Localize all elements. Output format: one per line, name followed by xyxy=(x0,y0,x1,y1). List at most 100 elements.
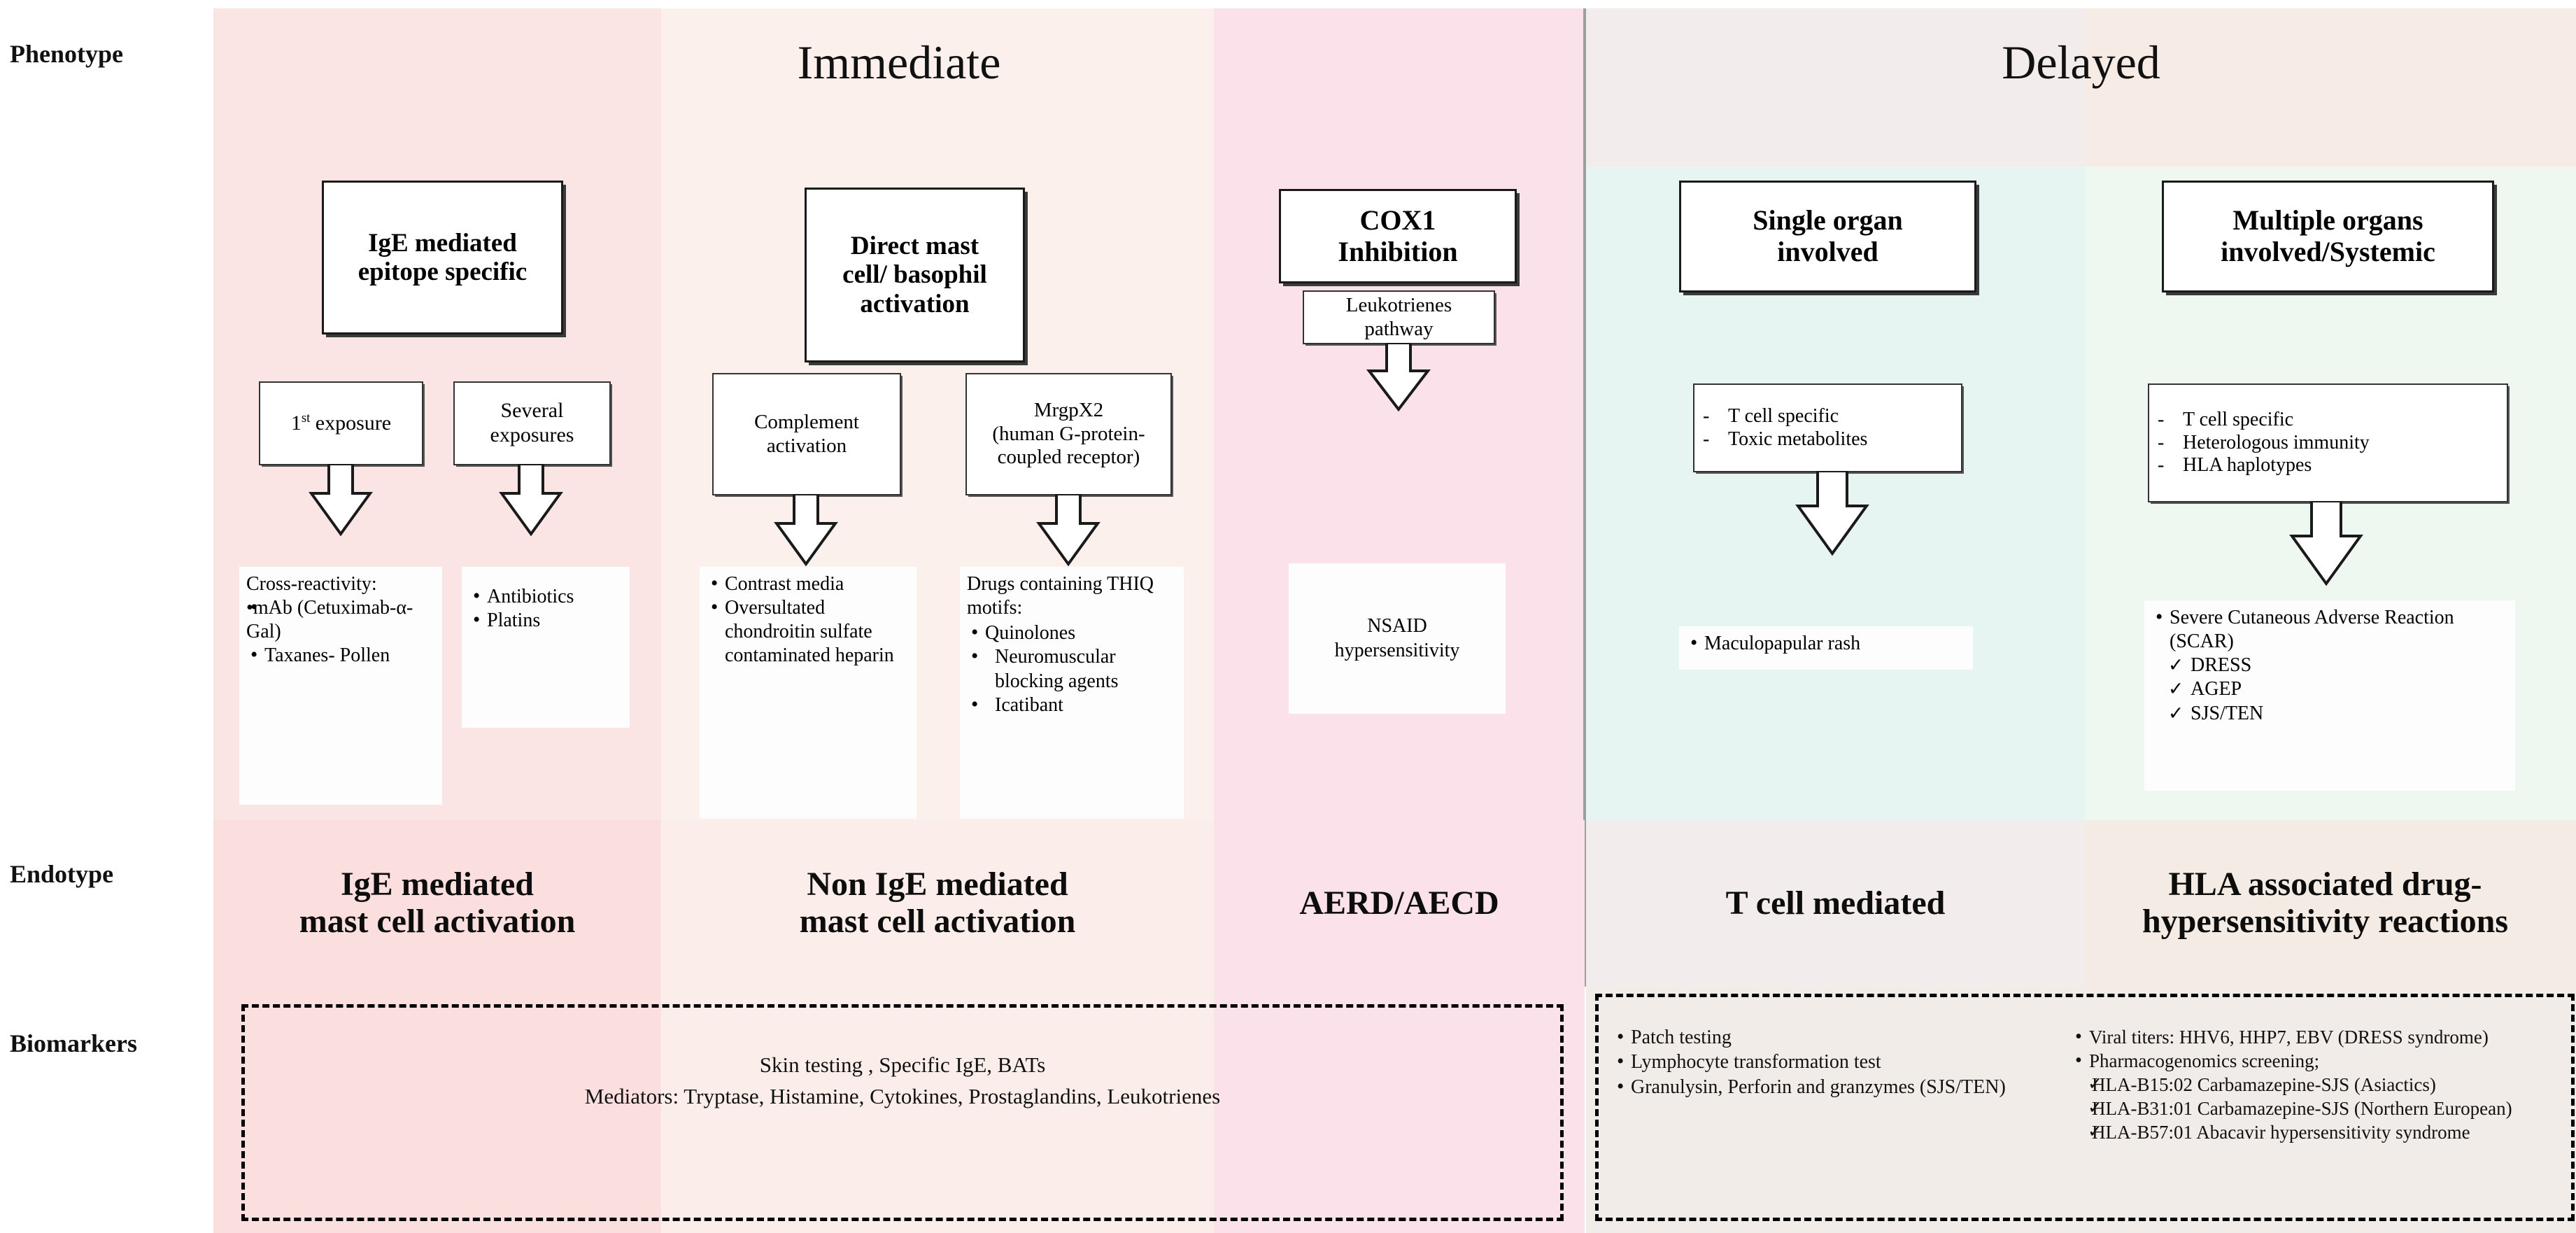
multi-organ-title-line2: involved/Systemic xyxy=(2221,236,2435,267)
list-item: Pharmacogenomics screening; xyxy=(2071,1048,2575,1073)
cross-reactivity-header: Cross-reactivity: xyxy=(246,573,377,595)
outcome-box-direct-mast-drugs-right: Drugs containing THIQ motifs: Quinolones… xyxy=(960,567,1184,819)
row-label-phenotype: Phenotype xyxy=(10,40,123,68)
dmc-title-line1: Direct mast xyxy=(850,231,979,260)
dm-left-item-1: Oversultated chondroitin sulfate contami… xyxy=(725,597,894,667)
single-organ-title-line2: involved xyxy=(1777,236,1878,267)
thiq-list: Quinolones Neuromuscular blocking agents… xyxy=(967,621,1177,718)
endotype-t-cell-mediated: T cell mediated xyxy=(1586,820,2085,987)
first-exposure-number: 1 xyxy=(290,411,302,435)
outcome-box-nsaid-hypersensitivity: NSAID hypersensitivity xyxy=(1289,563,1506,714)
first-exposure-superscript: st xyxy=(301,411,311,426)
endotype-col5-line1: HLA associated drug- xyxy=(2168,866,2482,903)
list-item: Oversultated chondroitin sulfate contami… xyxy=(707,596,910,668)
list-item: Severe Cutaneous Adverse Reaction (SCAR) xyxy=(2151,605,2508,654)
mo-mech-2: HLA haplotypes xyxy=(2183,454,2312,477)
endotype-non-ige-mediated: Non IgE mediated mast cell activation xyxy=(661,820,1214,987)
dmc-title-line3: activation xyxy=(860,289,970,318)
list-item: Maculopapular rash xyxy=(1686,631,1966,656)
endotype-col2-line2: mast cell activation xyxy=(799,903,1076,940)
complement-line1: Complement xyxy=(754,410,859,433)
outcome-box-maculopapular-rash: Maculopapular rash xyxy=(1679,626,1973,670)
phenotype-box-ige-mediated: IgE mediated epitope specific xyxy=(322,181,563,334)
band-delayed-col4-header xyxy=(1586,8,2085,167)
single-organ-mechanism-list: T cell specific Toxic metabolites xyxy=(1697,405,1957,451)
nsaid-line2: hypersensitivity xyxy=(1334,639,1460,661)
endotype-col4-line1: T cell mediated xyxy=(1725,884,1946,922)
mrgpx2-line1: MrgpX2 xyxy=(1033,399,1104,422)
biomarker-immediate-line2: Mediators: Tryptase, Histamine, Cytokine… xyxy=(584,1083,1221,1108)
arrow-down-several-exposures xyxy=(498,464,565,537)
cross-reactivity-item-1: Taxanes- Pollen xyxy=(264,644,390,667)
biomarker-band-col1 xyxy=(213,987,661,1233)
delayed-right-bullet-0: Viral titers: HHV6, HHP7, EBV (DRESS syn… xyxy=(2089,1027,2489,1048)
arrow-down-single-organ xyxy=(1794,471,1871,558)
list-item: HLA-B57:01 Abacavir hypersensitivity syn… xyxy=(2071,1120,2575,1144)
mo-mech-0: T cell specific xyxy=(2183,409,2294,431)
nsaid-line1: NSAID xyxy=(1367,615,1427,637)
delayed-left-item-2: Granulysin, Perforin and granzymes (SJS/… xyxy=(1631,1076,2006,1098)
dmc-title-line2: cell/ basophil xyxy=(842,260,987,290)
delayed-left-list: Patch testing Lymphocyte transformation … xyxy=(1613,1024,2067,1100)
phenotype-box-cox1-inhibition: COX1 Inhibition xyxy=(1279,189,1517,283)
list-item: Heterologous immunity xyxy=(2152,431,2503,455)
endotype-band-col5 xyxy=(2085,820,2576,987)
scar-sublist: DRESS AGEP SJS/TEN xyxy=(2151,654,2508,725)
list-item: SJS/TEN xyxy=(2151,702,2508,726)
delayed-right-checks: HLA-B15:02 Carbamazepine-SJS (Asiactics)… xyxy=(2071,1073,2575,1144)
mechanism-box-single-organ-mechanisms: T cell specific Toxic metabolites xyxy=(1693,383,1962,472)
mechanism-box-mrgpx2: MrgpX2 (human G-protein- coupled recepto… xyxy=(965,373,1172,495)
endotype-col3-line1: AERD/AECD xyxy=(1299,884,1499,922)
complement-line2: activation xyxy=(766,434,847,457)
mo-mech-1: Heterologous immunity xyxy=(2183,431,2370,453)
direct-mast-left-list: Contrast media Oversultated chondroitin … xyxy=(707,572,910,668)
biomarker-list-delayed-right: Viral titers: HHV6, HHP7, EBV (DRESS syn… xyxy=(2071,1024,2575,1144)
list-item: DRESS xyxy=(2151,654,2508,677)
ige-title-line2: epitope specific xyxy=(358,258,528,286)
delayed-right-check-2: HLA-B57:01 Abacavir hypersensitivity syn… xyxy=(2092,1122,2470,1143)
mrgpx2-line3: coupled receptor) xyxy=(997,446,1140,469)
row-label-biomarkers: Biomarkers xyxy=(10,1029,137,1057)
phenotype-box-single-organ: Single organ involved xyxy=(1679,181,1976,293)
list-item: Quinolones xyxy=(967,621,1177,646)
ige-drugs-list: Antibiotics Platins xyxy=(469,584,623,633)
dm-left-item-0: Contrast media xyxy=(725,573,844,595)
list-item: HLA-B15:02 Carbamazepine-SJS (Asiactics) xyxy=(2071,1073,2575,1097)
list-item: AGEP xyxy=(2151,677,2508,701)
arrow-down-first-exposure xyxy=(308,464,374,537)
several-exposures-line2: exposures xyxy=(490,423,574,446)
biomarker-band-col3 xyxy=(1214,987,1585,1233)
cross-reactivity-item-0: mAb (Cetuximab-α-Gal) xyxy=(246,597,413,643)
row-label-endotype: Endotype xyxy=(10,860,114,888)
phenotype-box-direct-mast-cell: Direct mast cell/ basophil activation xyxy=(805,188,1025,362)
list-item: Granulysin, Perforin and granzymes (SJS/… xyxy=(1613,1074,2067,1100)
scar-sub-1: AGEP xyxy=(2191,678,2242,700)
outcome-box-ige-drugs: Antibiotics Platins xyxy=(462,567,630,728)
arrow-down-multiple-organs xyxy=(2288,501,2365,589)
section-divider xyxy=(1583,8,1586,987)
first-exposure-text: exposure xyxy=(310,411,392,435)
delayed-left-item-1: Lymphocyte transformation test xyxy=(1631,1051,1881,1073)
list-item: HLA haplotypes xyxy=(2152,454,2503,477)
scar-header: Severe Cutaneous Adverse Reaction (SCAR) xyxy=(2170,607,2454,653)
list-item: Lymphocyte transformation test xyxy=(1613,1049,2067,1075)
phenotype-header-delayed: Delayed xyxy=(2002,36,2160,89)
scar-sub-2: SJS/TEN xyxy=(2191,702,2264,724)
so-mech-1: Toxic metabolites xyxy=(1728,428,1868,450)
band-delayed-col5-header xyxy=(2085,8,2576,167)
list-item: Icatibant xyxy=(967,693,1177,718)
mechanism-box-first-exposure: 1st exposure xyxy=(259,381,423,465)
leukotrienes-line2: pathway xyxy=(1364,317,1434,340)
biomarker-immediate-line1: Skin testing , Specific IgE, BATs xyxy=(759,1052,1046,1077)
list-item: Contrast media xyxy=(707,572,910,597)
endotype-col1-line2: mast cell activation xyxy=(299,903,576,940)
maculopapular-item-0: Maculopapular rash xyxy=(1704,633,1861,654)
thiq-item-1: Neuromuscular blocking agents xyxy=(995,646,1119,692)
endotype-aerd-aecd: AERD/AECD xyxy=(1214,820,1585,987)
leukotrienes-line1: Leukotrienes xyxy=(1345,293,1452,316)
so-mech-0: T cell specific xyxy=(1728,405,1839,428)
outcome-box-cross-reactivity: Cross-reactivity: •mAb (Cetuximab-α-Gal)… xyxy=(239,567,442,805)
list-item: HLA-B31:01 Carbamazepine-SJS (Northern E… xyxy=(2071,1097,2575,1120)
endotype-col5-line2: hypersensitivity reactions xyxy=(2142,903,2509,940)
